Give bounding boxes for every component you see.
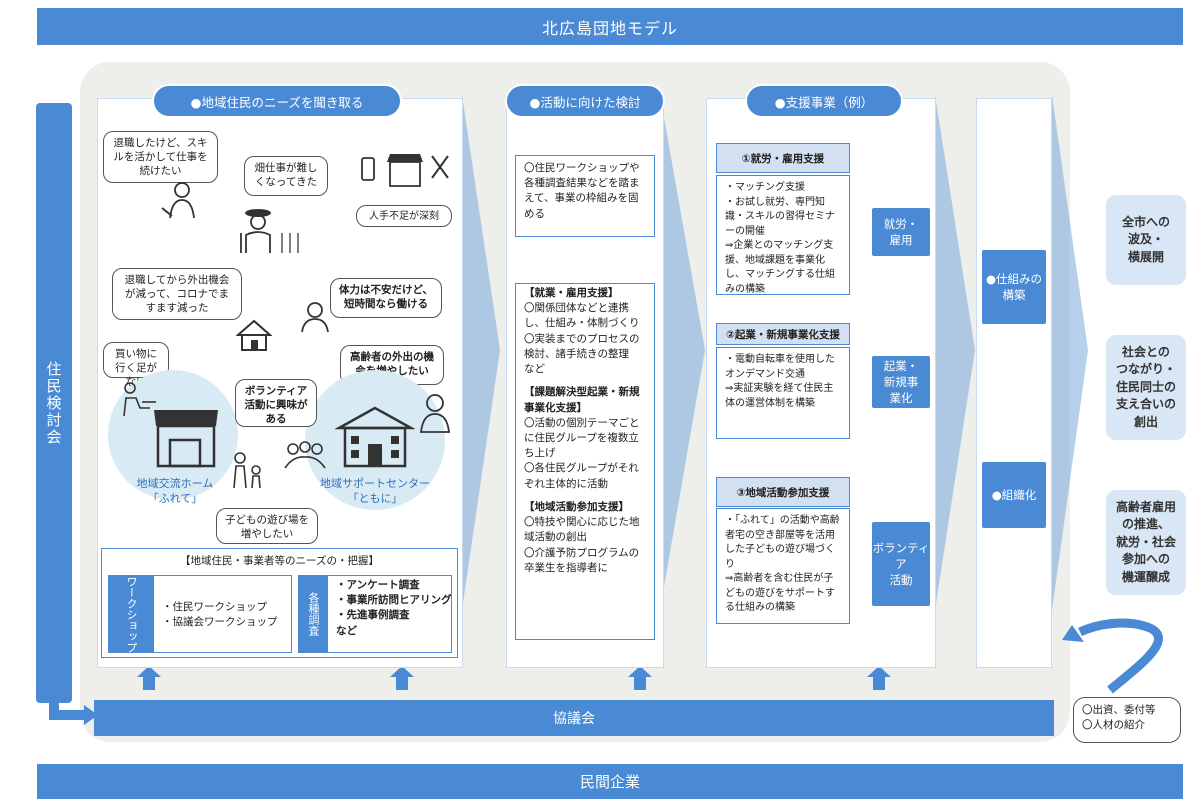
parent-child-icon [233, 452, 261, 489]
detail-item: 〇活動の個別テーマごとに住民グループを複数立ち上げ [524, 416, 640, 460]
outcome-box: 社会との つながり・ 住民同士の 支え合いの 創出 [1106, 335, 1186, 440]
group-people-icon [284, 441, 326, 469]
detail-item: 〇関係団体などと連携し、仕組み・体制づくり [524, 302, 640, 330]
speech-bubble: 退職したけど、スキルを活かして仕事を続けたい [103, 131, 218, 183]
outcome-box: 高齢者雇用 の推進、 就労・社会 参加への 機運醸成 [1106, 490, 1186, 595]
farmer-icon [240, 209, 299, 253]
build-column [976, 98, 1052, 668]
support-2-text: ・電動自転車を使用したオンデマンド交通 ⇒実証実験を経て住民主体の運営体制を構築 [716, 347, 850, 439]
support-1-title: ①就労・雇用支援 [716, 143, 850, 173]
support-3-text: ・「ふれて」の活動や高齢者宅の空き部屋等を活用した子どもの遊び場づくり ⇒高齢者… [716, 508, 850, 624]
speech-bubble: 高齢者の外出の機会を増やしたい [340, 345, 444, 385]
survey-item: ・アンケート調査 [336, 579, 420, 591]
detail-item: 〇各住民グループがそれぞれ主体的に活動 [524, 462, 639, 490]
detail-item: 〇特技や関心に応じた地域活動の創出 [524, 516, 640, 544]
section-title: 【地域活動参加支援】 [524, 500, 629, 513]
employment-outcome: 就労・ 雇用 [872, 208, 930, 256]
needs-header: ●地域住民のニーズを聞き取る [152, 84, 402, 118]
survey-item: ・先進事例調査 [336, 609, 410, 622]
private-company-bar: 民間企業 [37, 764, 1183, 799]
workshop-items: ・住民ワークショップ ・協議会ワークショップ [162, 600, 290, 630]
support-1-text: ・マッチング支援 ・お試し就労、専門知識・スキルの習得セミナーの開催 ⇒企業との… [716, 175, 850, 295]
person-laptop-icon [161, 182, 195, 219]
speech-bubble: 体力は不安だけど、短時間なら働ける [330, 278, 442, 318]
outcome-box: 全市への 波及・ 横展開 [1106, 195, 1186, 285]
workshop-label: ワークショップ [108, 575, 154, 653]
review-header: ●活動に向けた検討 [505, 84, 665, 118]
support-2-title: ②起業・新規事業化支援 [716, 323, 850, 345]
review-intro: 〇住民ワークショップや各種調査結果などを踏まえて、事業の枠組みを固める [515, 155, 655, 237]
speech-bubble: ボランティア活動に興味がある [235, 379, 317, 427]
volunteer-outcome: ボランティア 活動 [872, 522, 930, 606]
section-title: 【課題解決型起業・新規事業化支援】 [524, 386, 640, 414]
home-label: 地域交流ホーム 「ふれて」 [136, 477, 214, 505]
home-circle [108, 370, 238, 500]
survey-item: ・事業所訪問ヒアリング [336, 594, 452, 607]
person-icon [301, 302, 329, 333]
survey-label: 各種調査 [298, 575, 328, 653]
survey-item: など [336, 624, 357, 637]
speech-bubble: 退職してから外出機会が減って、コロナでますます減った [112, 268, 242, 320]
support-3-title: ③地域活動参加支援 [716, 477, 850, 507]
center-circle [305, 370, 445, 510]
speech-bubble: 人手不足が深刻 [356, 205, 452, 227]
person-desk-icon [123, 382, 156, 417]
support-header: ●支援事業（例） [745, 84, 903, 118]
shop-icon [361, 154, 449, 187]
detail-item: 〇実装までのプロセスの検討、諸手続きの整理 など [524, 332, 640, 376]
review-details: 【就業・雇用支援】 〇関係団体などと連携し、仕組み・体制づくり 〇実装までのプロ… [515, 283, 655, 640]
speech-bubble: 子どもの遊び場を増やしたい [216, 508, 318, 544]
support-center-icon [335, 406, 415, 468]
woman-icon [419, 394, 451, 433]
detail-item: 〇介護予防プログラムの卒業生を指導者に [524, 546, 640, 574]
house-icon [236, 319, 272, 351]
mechanism-build: ●仕組みの構築 [982, 250, 1046, 324]
model-title-bar: 北広島団地モデル [37, 8, 1183, 45]
resident-committee-label: 住民検討会 [36, 103, 72, 703]
needs-survey-title: 【地域住民・事業者等のニーズの・把握】 [180, 555, 379, 567]
organization: ●組織化 [982, 462, 1046, 528]
workshop-item: ・協議会ワークショップ [162, 616, 278, 629]
speech-bubble: 畑仕事が難しくなってきた [244, 156, 328, 196]
survey-items: ・アンケート調査 ・事業所訪問ヒアリング ・先進事例調査 など [336, 578, 452, 639]
needs-survey-box [101, 548, 458, 658]
workshop-item: ・住民ワークショップ [162, 601, 267, 613]
center-label: 地域サポートセンター 「ともに」 [320, 477, 430, 505]
funding-box: 〇出資、委付等 〇人材の紹介 [1073, 697, 1181, 743]
council-bar: 協議会 [94, 700, 1054, 736]
startup-outcome: 起業・ 新規事 業化 [872, 356, 930, 408]
store-icon [154, 410, 218, 468]
section-title: 【就業・雇用支援】 [524, 287, 619, 299]
